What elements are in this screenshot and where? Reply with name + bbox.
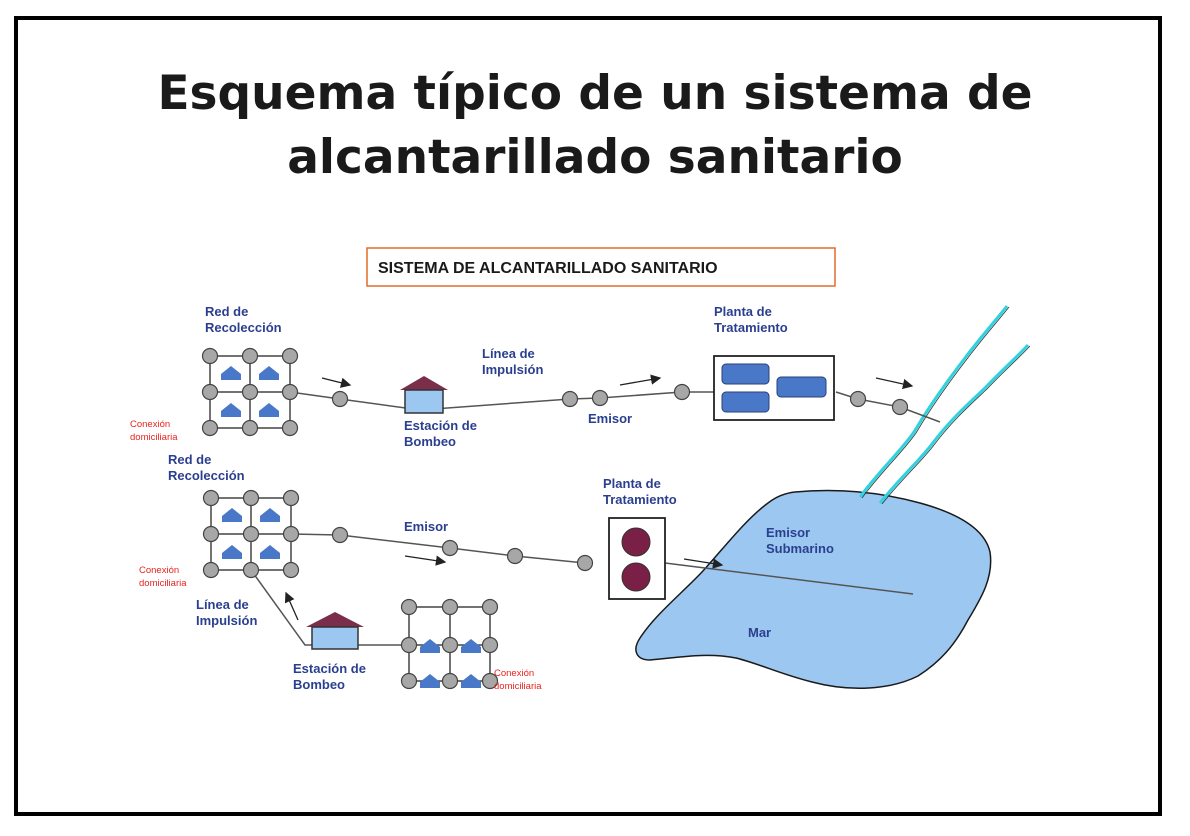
- nodes-network-1: [201, 347, 299, 437]
- houses-network-1: [221, 366, 279, 417]
- nodes-network-3: [400, 598, 499, 690]
- river-bank-left: [858, 305, 1009, 498]
- label-red-recoleccion-1-b: Recolección: [205, 320, 282, 335]
- label-estacion-1-b: Bombeo: [404, 434, 456, 449]
- label-planta-1-b: Tratamiento: [714, 320, 788, 335]
- river-bank-left-dark: [861, 306, 1010, 499]
- label-planta-2-a: Planta de: [603, 476, 661, 491]
- flow-arrow-6: [284, 591, 299, 621]
- river-bank-right-dark: [881, 345, 1031, 505]
- label-estacion-2-b: Bombeo: [293, 677, 345, 692]
- label-planta-2-b: Tratamiento: [603, 492, 677, 507]
- nodes-network-2: [202, 489, 300, 579]
- nodes-pipe-top: [331, 383, 909, 416]
- label-red-recoleccion-2-b: Recolección: [168, 468, 245, 483]
- label-conexion-1-a: Conexión: [130, 419, 170, 430]
- label-estacion-2-a: Estación de: [293, 661, 366, 676]
- pumping-station-1: [400, 376, 448, 414]
- label-mar: Mar: [748, 625, 771, 640]
- label-conexion-1-b: domiciliaria: [130, 432, 178, 443]
- label-planta-1-a: Planta de: [714, 304, 772, 319]
- flow-arrow-5: [683, 558, 724, 569]
- flow-arrow-4: [404, 555, 447, 566]
- label-conexion-2-b: domiciliaria: [139, 578, 187, 589]
- label-submarino-b: Submarino: [766, 541, 834, 556]
- label-emisor-2: Emisor: [404, 519, 448, 534]
- label-conexion-3-a: Conexión: [494, 668, 534, 679]
- river-bank-right: [878, 343, 1030, 504]
- treatment-plant-1: [713, 355, 835, 421]
- flow-arrow-3: [875, 377, 914, 390]
- title-line-1: Esquema típico de un sistema de: [157, 66, 1033, 121]
- label-linea-2-b: Impulsión: [196, 613, 257, 628]
- flow-arrow-1: [321, 377, 352, 388]
- label-estacion-1-a: Estación de: [404, 418, 477, 433]
- treatment-plant-2: [608, 517, 666, 600]
- pumping-station-2: [306, 612, 364, 650]
- label-linea-2-a: Línea de: [196, 597, 249, 612]
- slide-title: Esquema típico de un sistema de alcantar…: [40, 62, 1150, 190]
- label-conexion-3-b: domiciliaria: [494, 681, 542, 692]
- diagram-title: SISTEMA DE ALCANTARILLADO SANITARIO: [378, 260, 718, 277]
- label-conexion-2-a: Conexión: [139, 565, 179, 576]
- label-red-recoleccion-2-a: Red de: [168, 452, 211, 467]
- nodes-pipe-middle: [331, 526, 594, 572]
- diagram-title-box: [366, 247, 836, 287]
- label-linea-1-a: Línea de: [482, 346, 535, 361]
- title-line-2: alcantarillado sanitario: [287, 130, 903, 185]
- label-emisor-1: Emisor: [588, 411, 632, 426]
- label-submarino-a: Emisor: [766, 525, 810, 540]
- houses-network-2: [222, 508, 280, 559]
- submarine-outfall-pipe: [664, 562, 914, 595]
- houses-network-3: [420, 639, 481, 688]
- label-red-recoleccion-1-a: Red de: [205, 304, 248, 319]
- pipe-top-outfall: [835, 391, 941, 423]
- sea: [635, 489, 992, 689]
- flow-arrow-2: [619, 374, 662, 386]
- label-linea-1-b: Impulsión: [482, 362, 543, 377]
- slide-frame: [14, 16, 1162, 816]
